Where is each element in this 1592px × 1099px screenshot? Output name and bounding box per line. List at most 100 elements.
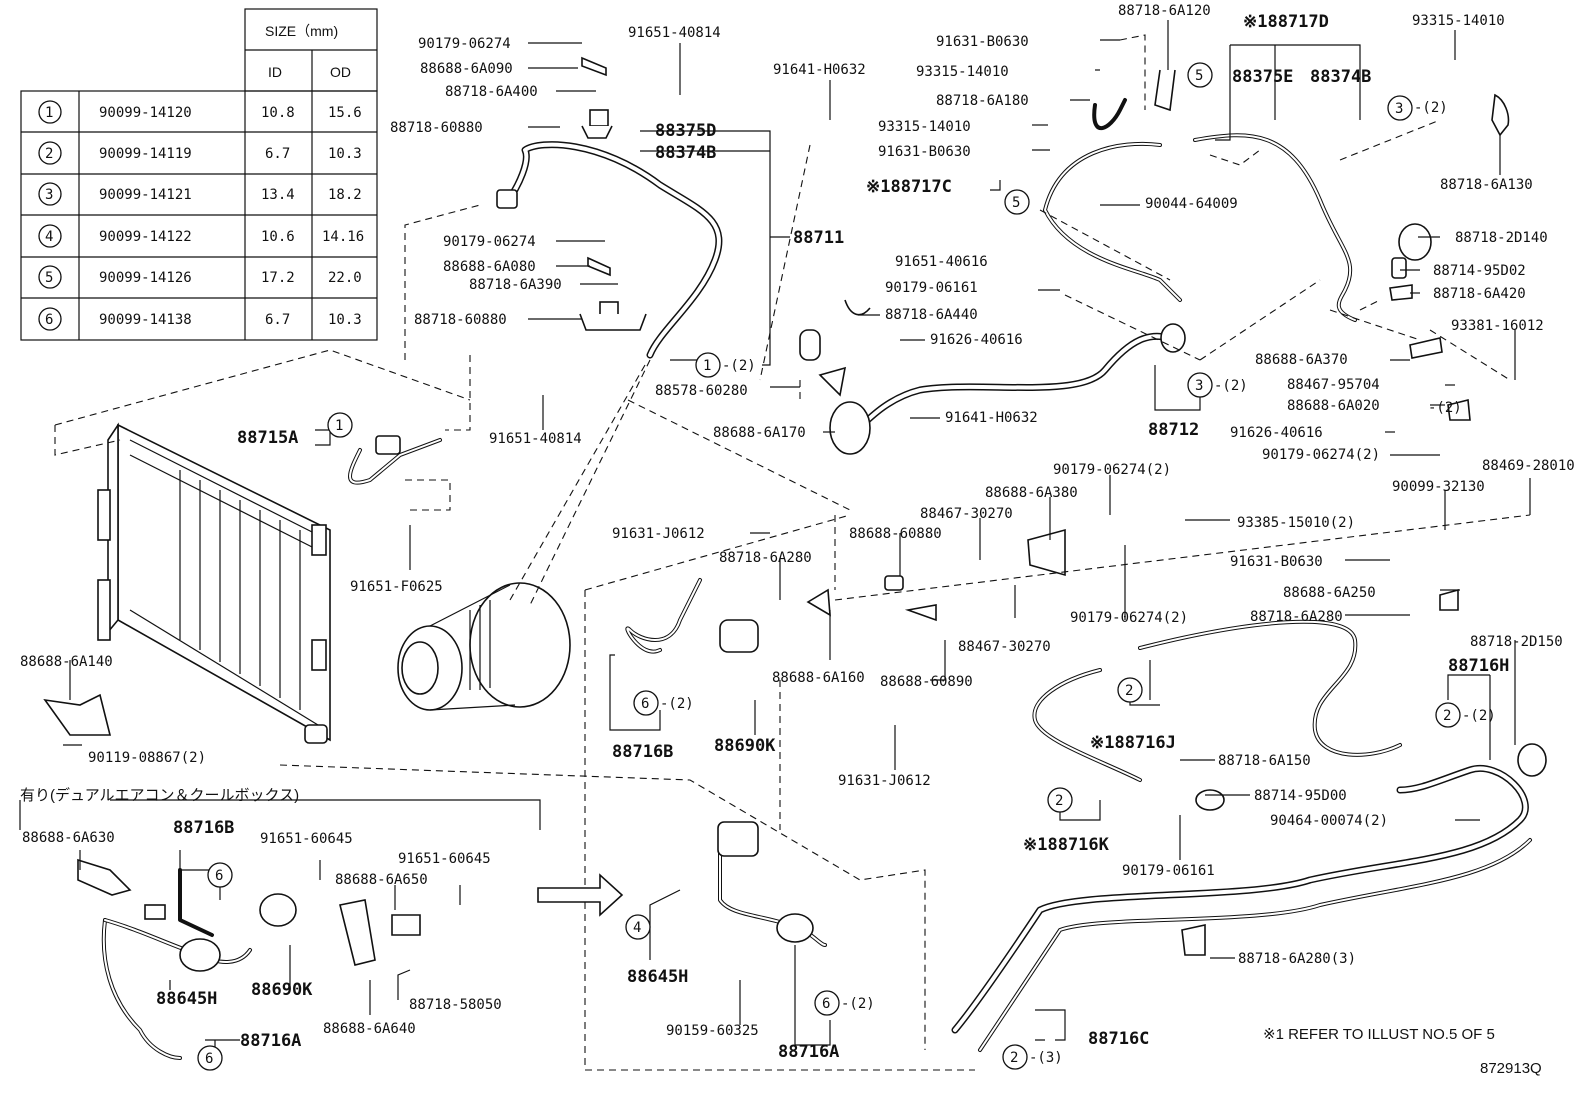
part-label: ※188716J [1090, 733, 1176, 753]
row-part: 90099-14122 [99, 229, 192, 245]
svg-text:6: 6 [822, 996, 830, 1012]
callout-6: 6 [207, 862, 233, 888]
row-id: 17.2 [261, 270, 295, 286]
row-part: 90099-14121 [99, 187, 192, 203]
svg-text:3: 3 [1195, 378, 1203, 394]
part-label: 88716A [778, 1042, 839, 1062]
part-label: 88375D [655, 121, 716, 141]
part-label: 88716C [1088, 1029, 1149, 1049]
row-part: 90099-14138 [99, 312, 192, 328]
part-label: 88690K [714, 736, 776, 756]
part-label: 88467-30270 [958, 639, 1051, 655]
part-label: 88374B [655, 143, 716, 163]
row-num: 3 [45, 187, 53, 203]
part-label: ※188717C [866, 177, 952, 197]
size-table: SIZE（mm) ID OD 1 90099-14120 10.8 15.6 2… [20, 8, 378, 341]
row-part: 90099-14120 [99, 105, 192, 121]
part-label: 88718-6A420 [1433, 286, 1526, 302]
pipe-88716c [951, 764, 1532, 1052]
part-label: 88467-30270 [920, 506, 1013, 522]
part-label: 91641-H0632 [773, 62, 866, 78]
bracket-parts [43, 56, 1547, 966]
part-label: 88375E [1232, 67, 1293, 87]
part-label: 88718-6A280 [719, 550, 812, 566]
table-row: 1 90099-14120 10.8 15.6 [38, 100, 362, 124]
part-label: 91641-H0632 [945, 410, 1038, 426]
part-label: 88688-6A160 [772, 670, 865, 686]
row-od: 10.3 [328, 146, 362, 162]
part-label: 88688-6A140 [20, 654, 113, 670]
part-label: 93315-14010 [916, 64, 1009, 80]
part-qty: -(2) [660, 696, 694, 712]
part-label: 88718-6A130 [1440, 177, 1533, 193]
part-label: 91631-B0630 [1230, 554, 1323, 570]
row-num: 4 [45, 229, 53, 245]
part-labels: 90179-06274 91651-40814 88688-6A090 8871… [20, 3, 1575, 1077]
part-label: 88718-6A280 [1250, 609, 1343, 625]
callout-2: 2 [1435, 702, 1461, 728]
row-id: 10.6 [261, 229, 295, 245]
part-label: 90119-08867(2) [88, 750, 206, 766]
part-qty: -(3) [1029, 1050, 1063, 1066]
part-label: 90099-32130 [1392, 479, 1485, 495]
svg-text:5: 5 [1195, 68, 1203, 84]
part-label: 91651-40616 [895, 254, 988, 270]
callout-6: 6 [814, 990, 840, 1016]
row-part: 90099-14126 [99, 270, 192, 286]
hose-88712 [829, 323, 1186, 455]
part-label: 93385-15010(2) [1237, 515, 1355, 531]
callout-5: 5 [1187, 62, 1213, 88]
svg-text:1: 1 [703, 358, 711, 374]
part-label: 88712 [1148, 420, 1199, 440]
part-qty: -(2) [722, 358, 756, 374]
callout-1: 1 [327, 412, 353, 438]
part-qty: -(2) [1214, 378, 1248, 394]
svg-text:4: 4 [633, 920, 641, 936]
pipe-88717d [1193, 133, 1357, 322]
row-id: 6.7 [265, 146, 290, 162]
note-label: 有り(デュアルエアコン＆クールボックス) [20, 786, 299, 804]
part-label: 88718-6A120 [1118, 3, 1211, 19]
part-label: 88714-95D00 [1254, 788, 1347, 804]
part-label: 88716B [612, 742, 673, 762]
part-label: 91631-J0612 [612, 526, 705, 542]
table-row: 2 90099-14119 6.7 10.3 [38, 141, 362, 165]
part-label: 90179-06274(2) [1070, 610, 1188, 626]
compressor [397, 582, 571, 711]
svg-text:1: 1 [335, 418, 343, 434]
part-label: 90179-06274 [443, 234, 536, 250]
part-label: 88688-6A250 [1283, 585, 1376, 601]
part-label: 88688-60880 [849, 526, 942, 542]
part-label: 88688-6A630 [22, 830, 115, 846]
part-label: 91651-60645 [398, 851, 491, 867]
dashed-guides [19, 34, 1531, 1071]
svg-text:6: 6 [215, 868, 223, 884]
row-num: 1 [45, 105, 53, 121]
pipe-88716j [1032, 619, 1402, 782]
part-label: ※188716K [1023, 835, 1110, 855]
svg-text:6: 6 [641, 696, 649, 712]
size-header: SIZE（mm) [265, 23, 338, 39]
part-label: 88718-60880 [414, 312, 507, 328]
part-label: 91631-B0630 [878, 144, 971, 160]
part-label: 88688-6A370 [1255, 352, 1348, 368]
svg-text:2: 2 [1125, 683, 1133, 699]
row-part: 90099-14119 [99, 146, 192, 162]
part-label: 88645H [627, 967, 688, 987]
part-label: ※188717D [1243, 12, 1329, 32]
callout-circles: 1 1 5 5 3 3 6 2 2 2 6 6 4 6 2 [197, 62, 1461, 1071]
illustration-id: 872913Q [1480, 1060, 1542, 1077]
svg-text:2: 2 [1010, 1050, 1018, 1066]
row-od: 10.3 [328, 312, 362, 328]
hose-88711 [496, 141, 723, 359]
part-label: 88688-6A380 [985, 485, 1078, 501]
part-qty: -(2) [1462, 708, 1496, 724]
leader-lines [63, 20, 1531, 1060]
row-num: 6 [45, 312, 53, 328]
part-label: 88718-2D150 [1470, 634, 1563, 650]
part-label: 90179-06274(2) [1262, 447, 1380, 463]
part-label: 88578-60280 [655, 383, 748, 399]
table-row: 4 90099-14122 10.6 14.16 [38, 224, 364, 248]
callout-5: 5 [1004, 189, 1030, 215]
part-label: 91626-40616 [1230, 425, 1323, 441]
